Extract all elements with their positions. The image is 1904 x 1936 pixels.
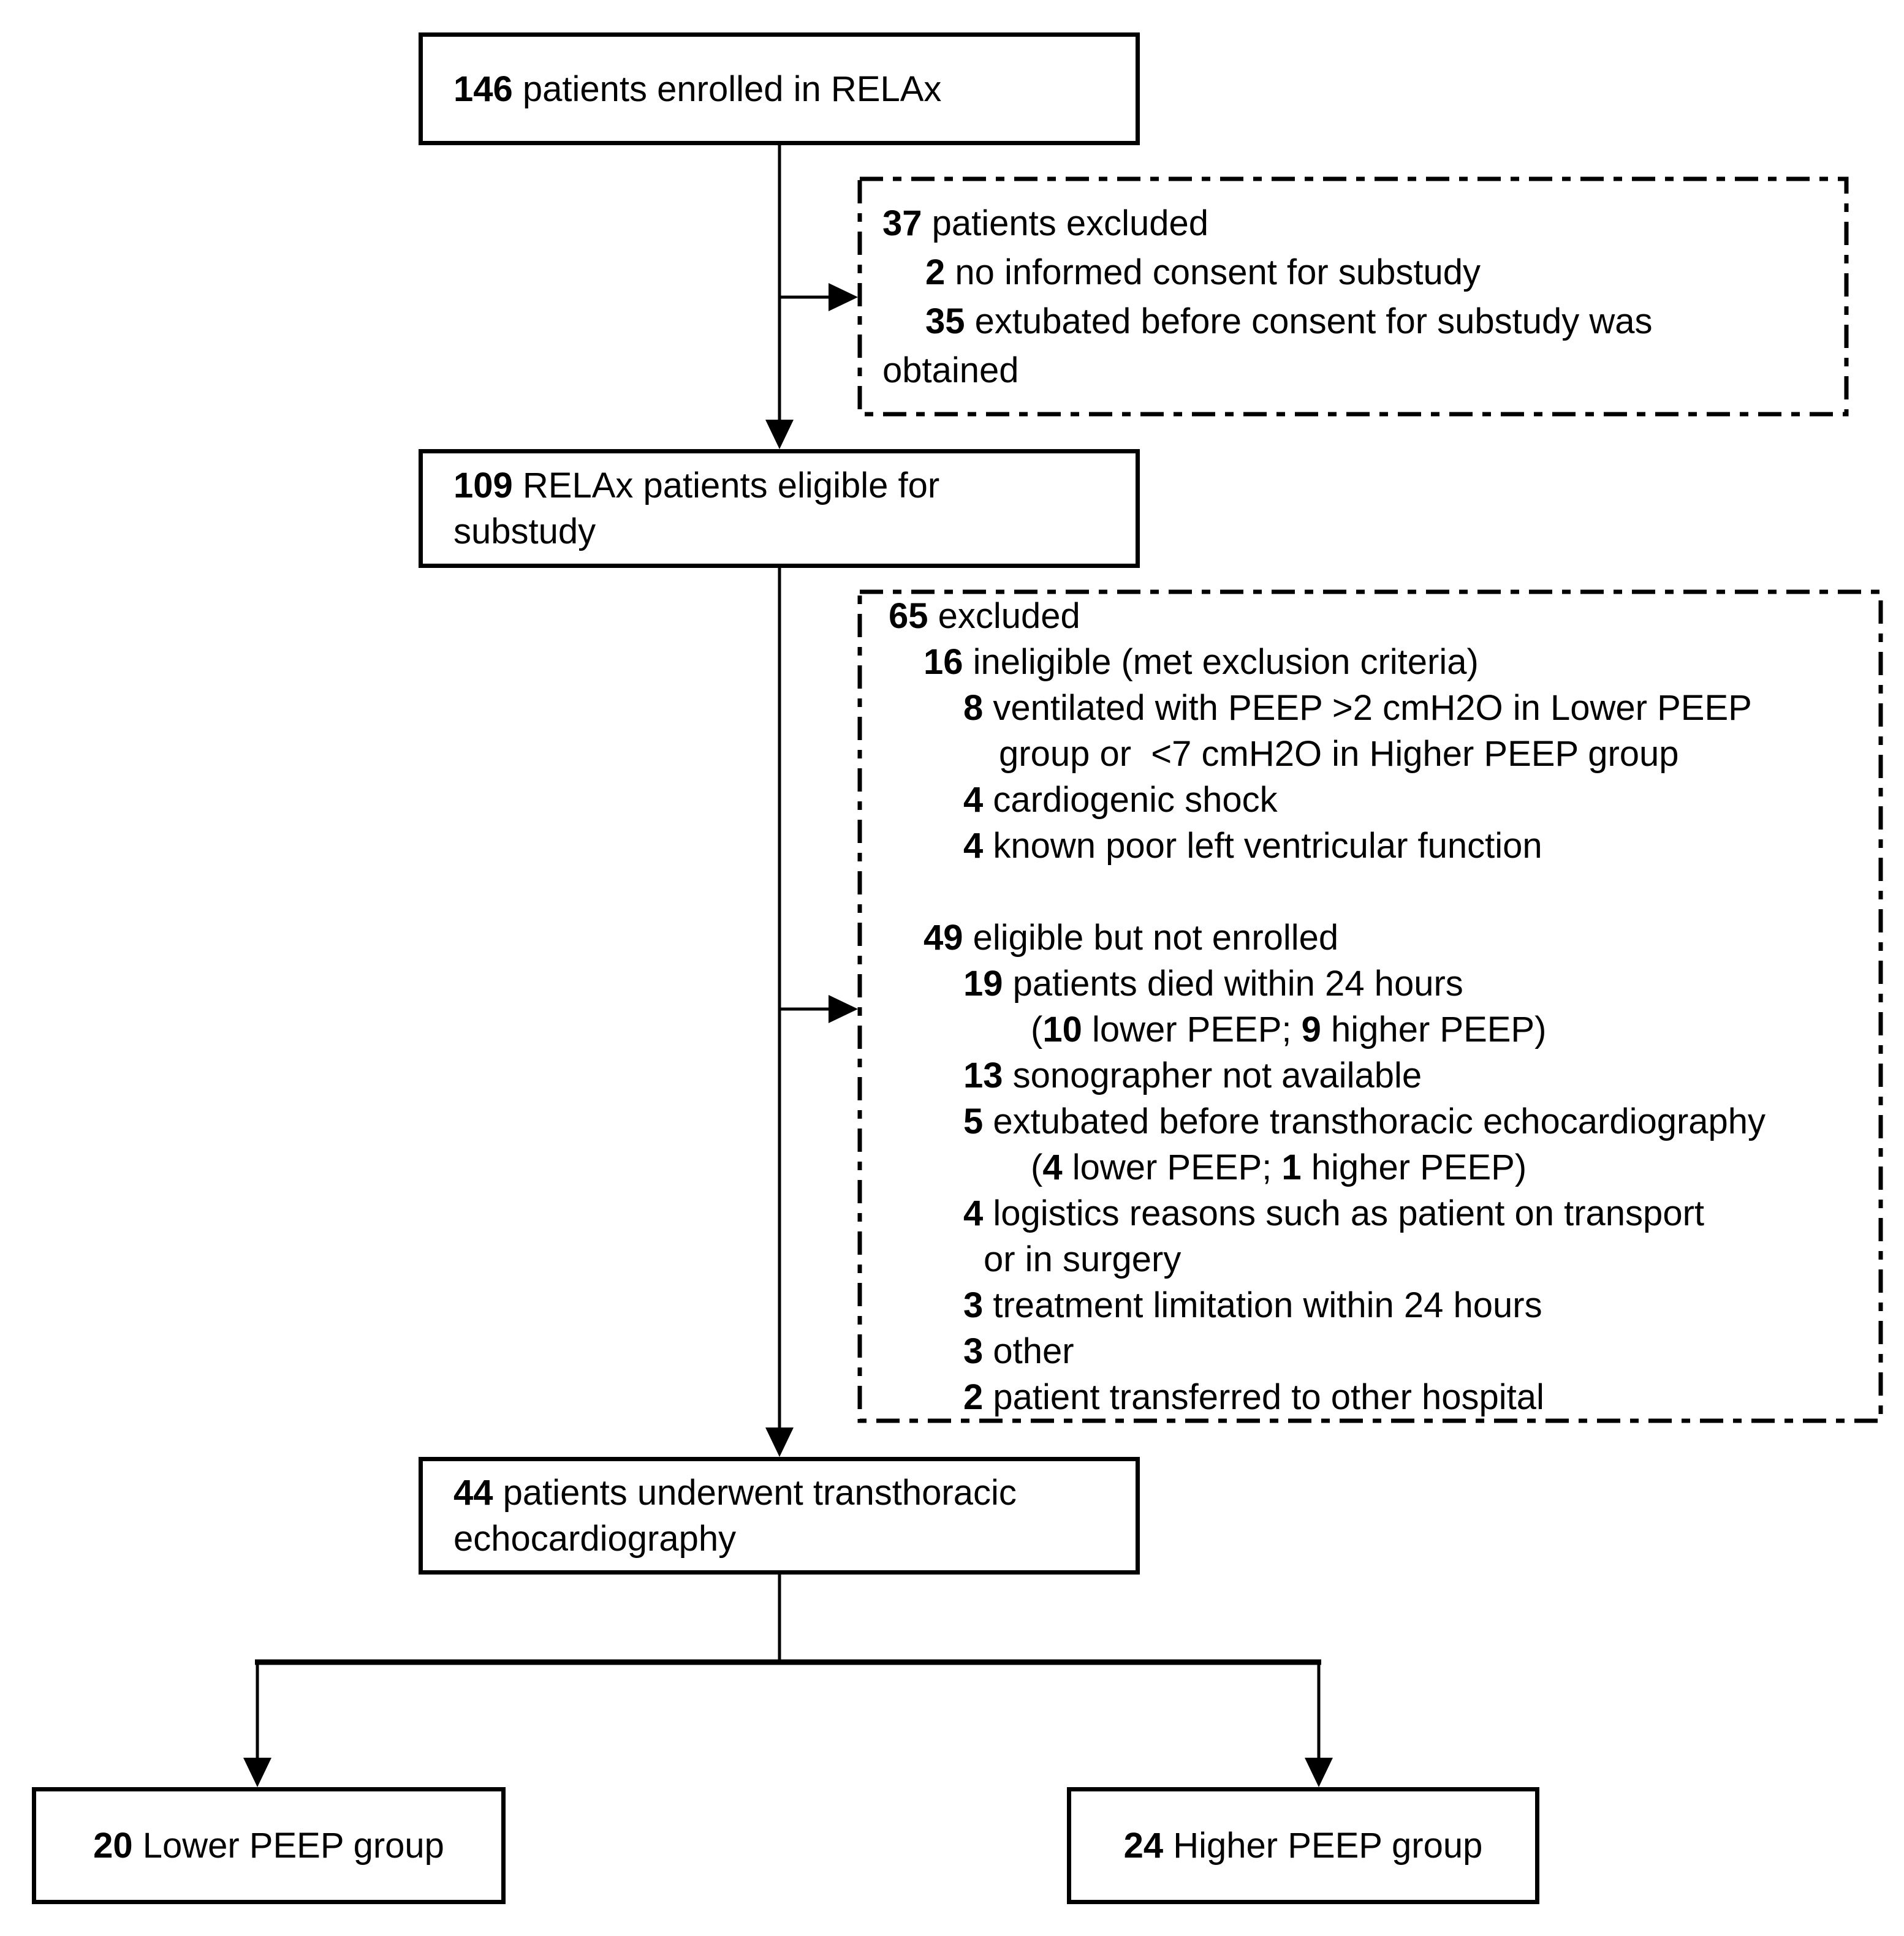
flow-line: 109 RELAx patients eligible for xyxy=(453,466,940,505)
flow-line: 146 patients enrolled in RELAx xyxy=(453,66,1136,112)
flow-line: or in surgery xyxy=(984,1239,1181,1279)
flow-line: group or <7 cmH2O in Higher PEEP group xyxy=(999,734,1679,774)
box-excluded-main: 65 excluded 16 ineligible (met exclusion… xyxy=(858,590,1883,1423)
box-lower-peep-group: 20 Lower PEEP group xyxy=(32,1787,506,1904)
flow-line: 13 sonographer not available xyxy=(963,1056,1422,1095)
box-tte: 44 patients underwent transthoracic echo… xyxy=(419,1457,1140,1575)
arrowhead-right-icon xyxy=(829,995,858,1023)
count-tte: 44 xyxy=(453,1473,493,1513)
count-higher-peep: 24 xyxy=(1123,1826,1164,1866)
flow-line: 8 ventilated with PEEP >2 cmH2O in Lower… xyxy=(963,688,1752,728)
count-eligible: 109 xyxy=(453,466,513,505)
flow-line: obtained xyxy=(882,350,1019,390)
flow-line: 49 eligible but not enrolled xyxy=(924,918,1339,958)
arrowhead-down-icon xyxy=(243,1758,271,1787)
flow-line: 24 Higher PEEP group xyxy=(1123,1826,1483,1866)
flow-line: 37 patients excluded xyxy=(882,203,1209,243)
box-excluded-consent: 37 patients excluded 2 no informed conse… xyxy=(858,177,1849,417)
box-higher-peep-group: 24 Higher PEEP group xyxy=(1067,1787,1539,1904)
flow-line: 5 extubated before transthoracic echocar… xyxy=(963,1102,1766,1141)
flow-line: 4 known poor left ventricular function xyxy=(963,826,1542,866)
arrowhead-down-icon xyxy=(765,420,794,449)
flow-line: 3 treatment limitation within 24 hours xyxy=(963,1285,1542,1325)
flow-line: 4 cardiogenic shock xyxy=(963,780,1278,820)
arrowhead-right-icon xyxy=(829,283,858,311)
box-eligible: 109 RELAx patients eligible for substudy xyxy=(419,449,1140,568)
flow-line: 20 Lower PEEP group xyxy=(93,1826,444,1866)
flow-line: 35 extubated before consent for substudy… xyxy=(925,301,1653,341)
flow-line: 65 excluded xyxy=(889,596,1080,636)
count-lower-peep: 20 xyxy=(93,1826,133,1866)
flow-line: 4 logistics reasons such as patient on t… xyxy=(963,1193,1705,1233)
count-enrolled: 146 xyxy=(453,69,513,109)
flow-line: (10 lower PEEP; 9 higher PEEP) xyxy=(1031,1010,1547,1049)
flow-line: 2 no informed consent for substudy xyxy=(925,252,1481,292)
dashed-border-excluded-consent xyxy=(857,176,1849,417)
box-enrolled: 146 patients enrolled in RELAx xyxy=(419,32,1140,145)
arrowhead-down-icon xyxy=(1305,1758,1333,1787)
flow-line: 44 patients underwent transthoracic xyxy=(453,1473,1017,1513)
flow-line: 2 patient transferred to other hospital xyxy=(963,1377,1544,1417)
flow-line: 3 other xyxy=(963,1331,1074,1371)
flow-line: substudy xyxy=(453,512,596,551)
flow-line: echocardiography xyxy=(453,1519,737,1559)
arrowhead-down-icon xyxy=(765,1427,794,1457)
flow-line: 19 patients died within 24 hours xyxy=(963,964,1463,1004)
label-enrolled: patients enrolled in RELAx xyxy=(512,69,942,109)
flow-line: 16 ineligible (met exclusion criteria) xyxy=(924,642,1479,682)
flow-line: (4 lower PEEP; 1 higher PEEP) xyxy=(1031,1148,1527,1187)
